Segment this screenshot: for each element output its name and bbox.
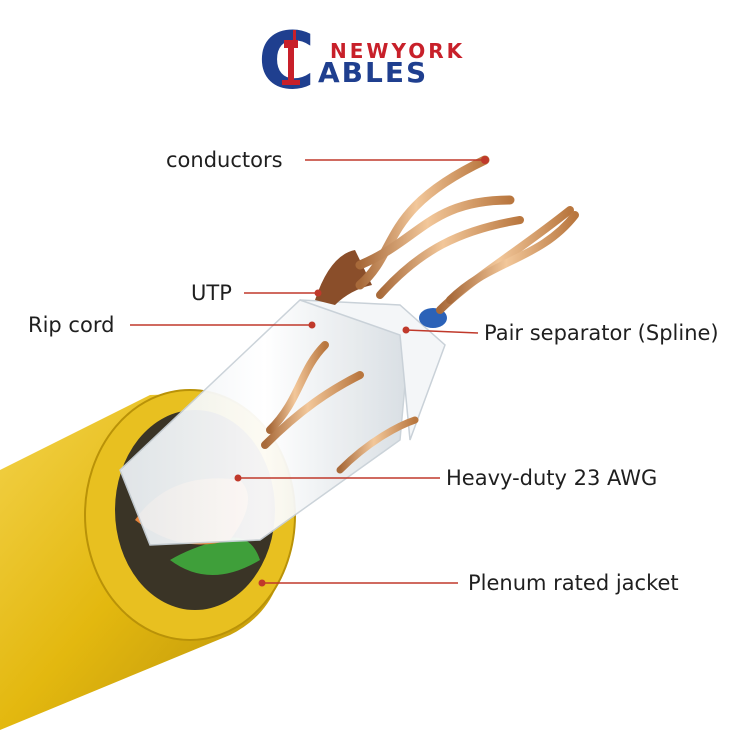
dot-pair-separator	[402, 326, 410, 334]
logo-letter-c: C	[258, 17, 315, 107]
label-conductors: conductors	[166, 148, 283, 172]
cable-illustration	[0, 155, 579, 730]
copper-conductors	[261, 155, 579, 474]
logo-newyork: NEWYORK	[330, 39, 465, 63]
label-utp: UTP	[191, 281, 232, 305]
conductor-2	[355, 195, 515, 270]
logo: C NEWYORK ABLES	[258, 17, 465, 107]
label-rip-cord: Rip cord	[28, 313, 115, 337]
dot-heavy-duty	[234, 474, 242, 482]
conductor-8	[336, 416, 419, 474]
conductor-1	[355, 155, 490, 290]
spline	[299, 299, 446, 441]
logo-ables: ABLES	[318, 56, 428, 89]
statue-of-liberty-icon	[282, 30, 300, 85]
conductor-6	[261, 371, 364, 449]
dot-utp	[314, 289, 322, 297]
green-pair	[170, 537, 260, 575]
leader-pair-separator	[405, 329, 479, 334]
label-plenum: Plenum rated jacket	[468, 571, 679, 595]
leader-dots	[234, 289, 410, 587]
conductor-7	[266, 341, 329, 434]
conductor-5	[446, 211, 579, 304]
label-heavy-duty: Heavy-duty 23 AWG	[446, 466, 658, 490]
dot-rip-cord	[308, 321, 316, 329]
leader-lines	[130, 159, 485, 584]
label-pair-separator: Pair separator (Spline)	[484, 321, 719, 345]
dot-plenum	[258, 579, 266, 587]
conductor-3	[376, 216, 524, 299]
